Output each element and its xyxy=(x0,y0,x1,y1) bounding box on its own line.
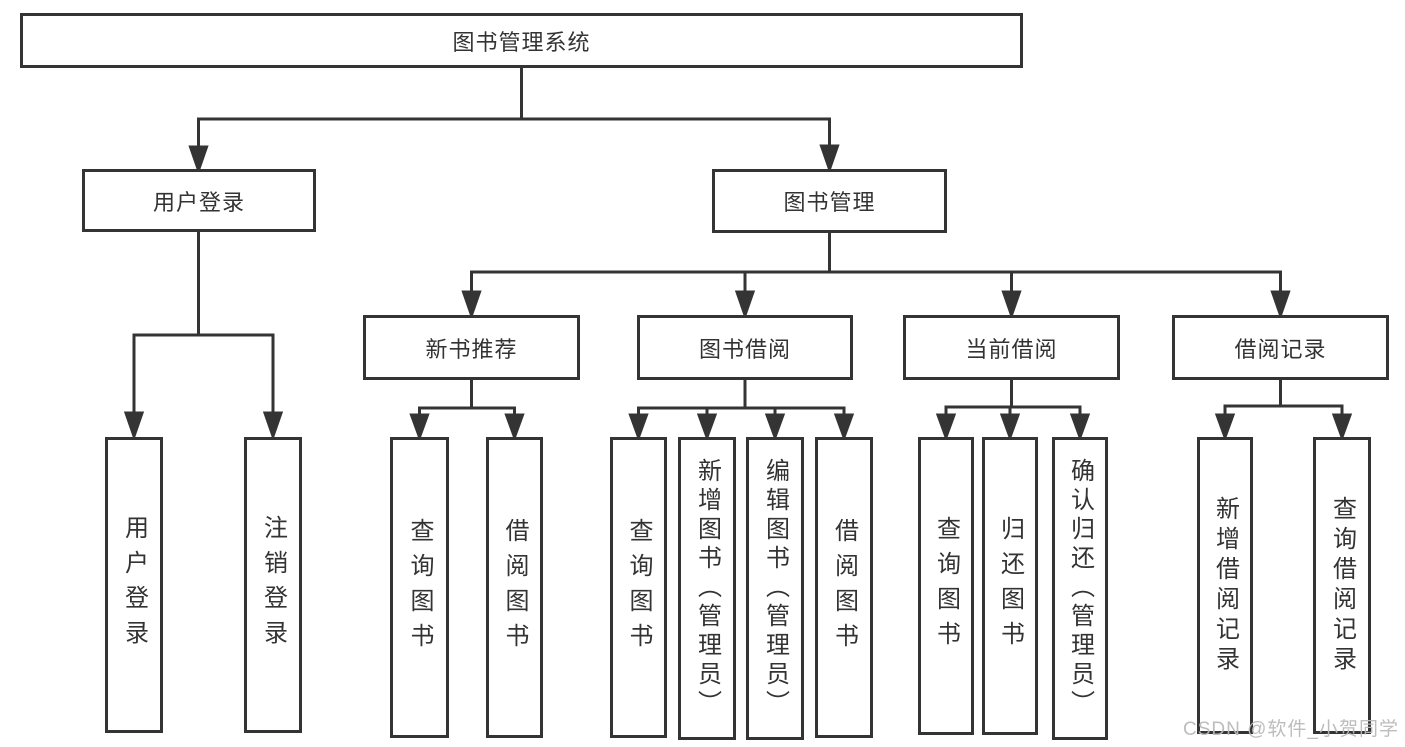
node-label: 归还图书 xyxy=(996,516,1024,656)
node-label: 借阅图书 xyxy=(830,517,858,658)
leaf-borrow-book-recommend: 借阅图书 xyxy=(486,437,543,738)
node-user-login: 用户登录 xyxy=(82,169,316,232)
node-label: 查询图书 xyxy=(406,517,433,658)
node-label: 当前借阅 xyxy=(965,336,1058,362)
leaf-add-borrow-record: 新增借阅记录 xyxy=(1197,437,1253,734)
arrowhead xyxy=(188,145,209,175)
csdn-watermark: CSDN @软件_小贺同学 xyxy=(1183,719,1399,740)
arrowhead xyxy=(734,290,756,320)
node-book-borrow: 图书借阅 xyxy=(637,315,853,380)
leaf-query-book-recommend: 查询图书 xyxy=(390,437,449,738)
arrowhead xyxy=(409,413,430,442)
leaf-query-book-borrow: 查询图书 xyxy=(610,437,667,738)
node-borrow-records: 借阅记录 xyxy=(1172,315,1389,380)
connector-borrow-records-to-leaves xyxy=(1214,378,1353,442)
arrowhead xyxy=(1001,290,1022,320)
node-label: 新书推荐 xyxy=(425,336,518,362)
leaf-query-borrow-record: 查询借阅记录 xyxy=(1313,437,1371,734)
node-label: 查询图书 xyxy=(625,517,652,658)
node-label: 图书管理系统 xyxy=(452,29,591,55)
connector-user-login-to-leaves xyxy=(123,230,284,441)
node-label: 用户登录 xyxy=(152,189,245,215)
node-label: 确认归还（管理员） xyxy=(1066,458,1094,719)
node-new-book-recommend: 新书推荐 xyxy=(363,315,580,380)
node-label: 借阅记录 xyxy=(1234,336,1327,362)
leaf-user-login: 用户登录 xyxy=(105,437,163,733)
node-label: 用户登录 xyxy=(120,515,148,655)
node-label: 编辑图书（管理员） xyxy=(761,458,789,719)
node-label: 图书管理 xyxy=(783,190,876,215)
arrowhead xyxy=(764,413,786,442)
leaf-return-book: 归还图书 xyxy=(982,437,1038,735)
arrowhead xyxy=(696,413,718,442)
connector-book-management-to-level3 xyxy=(461,231,1291,320)
node-label: 查询图书 xyxy=(932,516,960,656)
node-label: 查询借阅记录 xyxy=(1328,495,1356,676)
arrowhead xyxy=(262,411,284,441)
arrowhead xyxy=(1331,413,1353,442)
node-label: 新增借阅记录 xyxy=(1211,495,1239,676)
arrowhead xyxy=(1270,290,1291,320)
leaf-confirm-return-admin: 确认归还（管理员） xyxy=(1052,437,1108,740)
node-root-library-system: 图书管理系统 xyxy=(20,13,1023,68)
leaf-add-book-admin: 新增图书（管理员） xyxy=(678,437,736,740)
node-label: 借阅图书 xyxy=(501,517,528,658)
node-label: 注销登录 xyxy=(259,515,287,655)
arrowhead xyxy=(1069,413,1091,442)
arrowhead xyxy=(999,413,1021,442)
node-current-borrow: 当前借阅 xyxy=(903,315,1120,380)
connector-root-to-level2 xyxy=(188,66,840,175)
leaf-logout: 注销登录 xyxy=(244,437,302,733)
arrowhead xyxy=(819,144,840,174)
connector-book-borrow-to-leaves xyxy=(628,378,855,442)
node-book-management: 图书管理 xyxy=(712,169,947,233)
connector-new-book-to-leaves xyxy=(409,378,525,442)
connector-current-borrow-to-leaves xyxy=(935,378,1091,442)
leaf-borrow-book: 借阅图书 xyxy=(815,437,873,738)
leaf-query-book-current: 查询图书 xyxy=(918,437,974,735)
node-label: 图书借阅 xyxy=(698,336,791,362)
node-label: 新增图书（管理员） xyxy=(693,458,721,719)
leaf-edit-book-admin: 编辑图书（管理员） xyxy=(746,437,804,740)
arrowhead xyxy=(1214,413,1236,442)
arrowhead xyxy=(935,413,957,442)
arrowhead xyxy=(123,411,145,441)
arrowhead xyxy=(504,413,525,442)
arrowhead xyxy=(833,413,855,442)
arrowhead xyxy=(628,413,649,442)
arrowhead xyxy=(461,290,482,320)
